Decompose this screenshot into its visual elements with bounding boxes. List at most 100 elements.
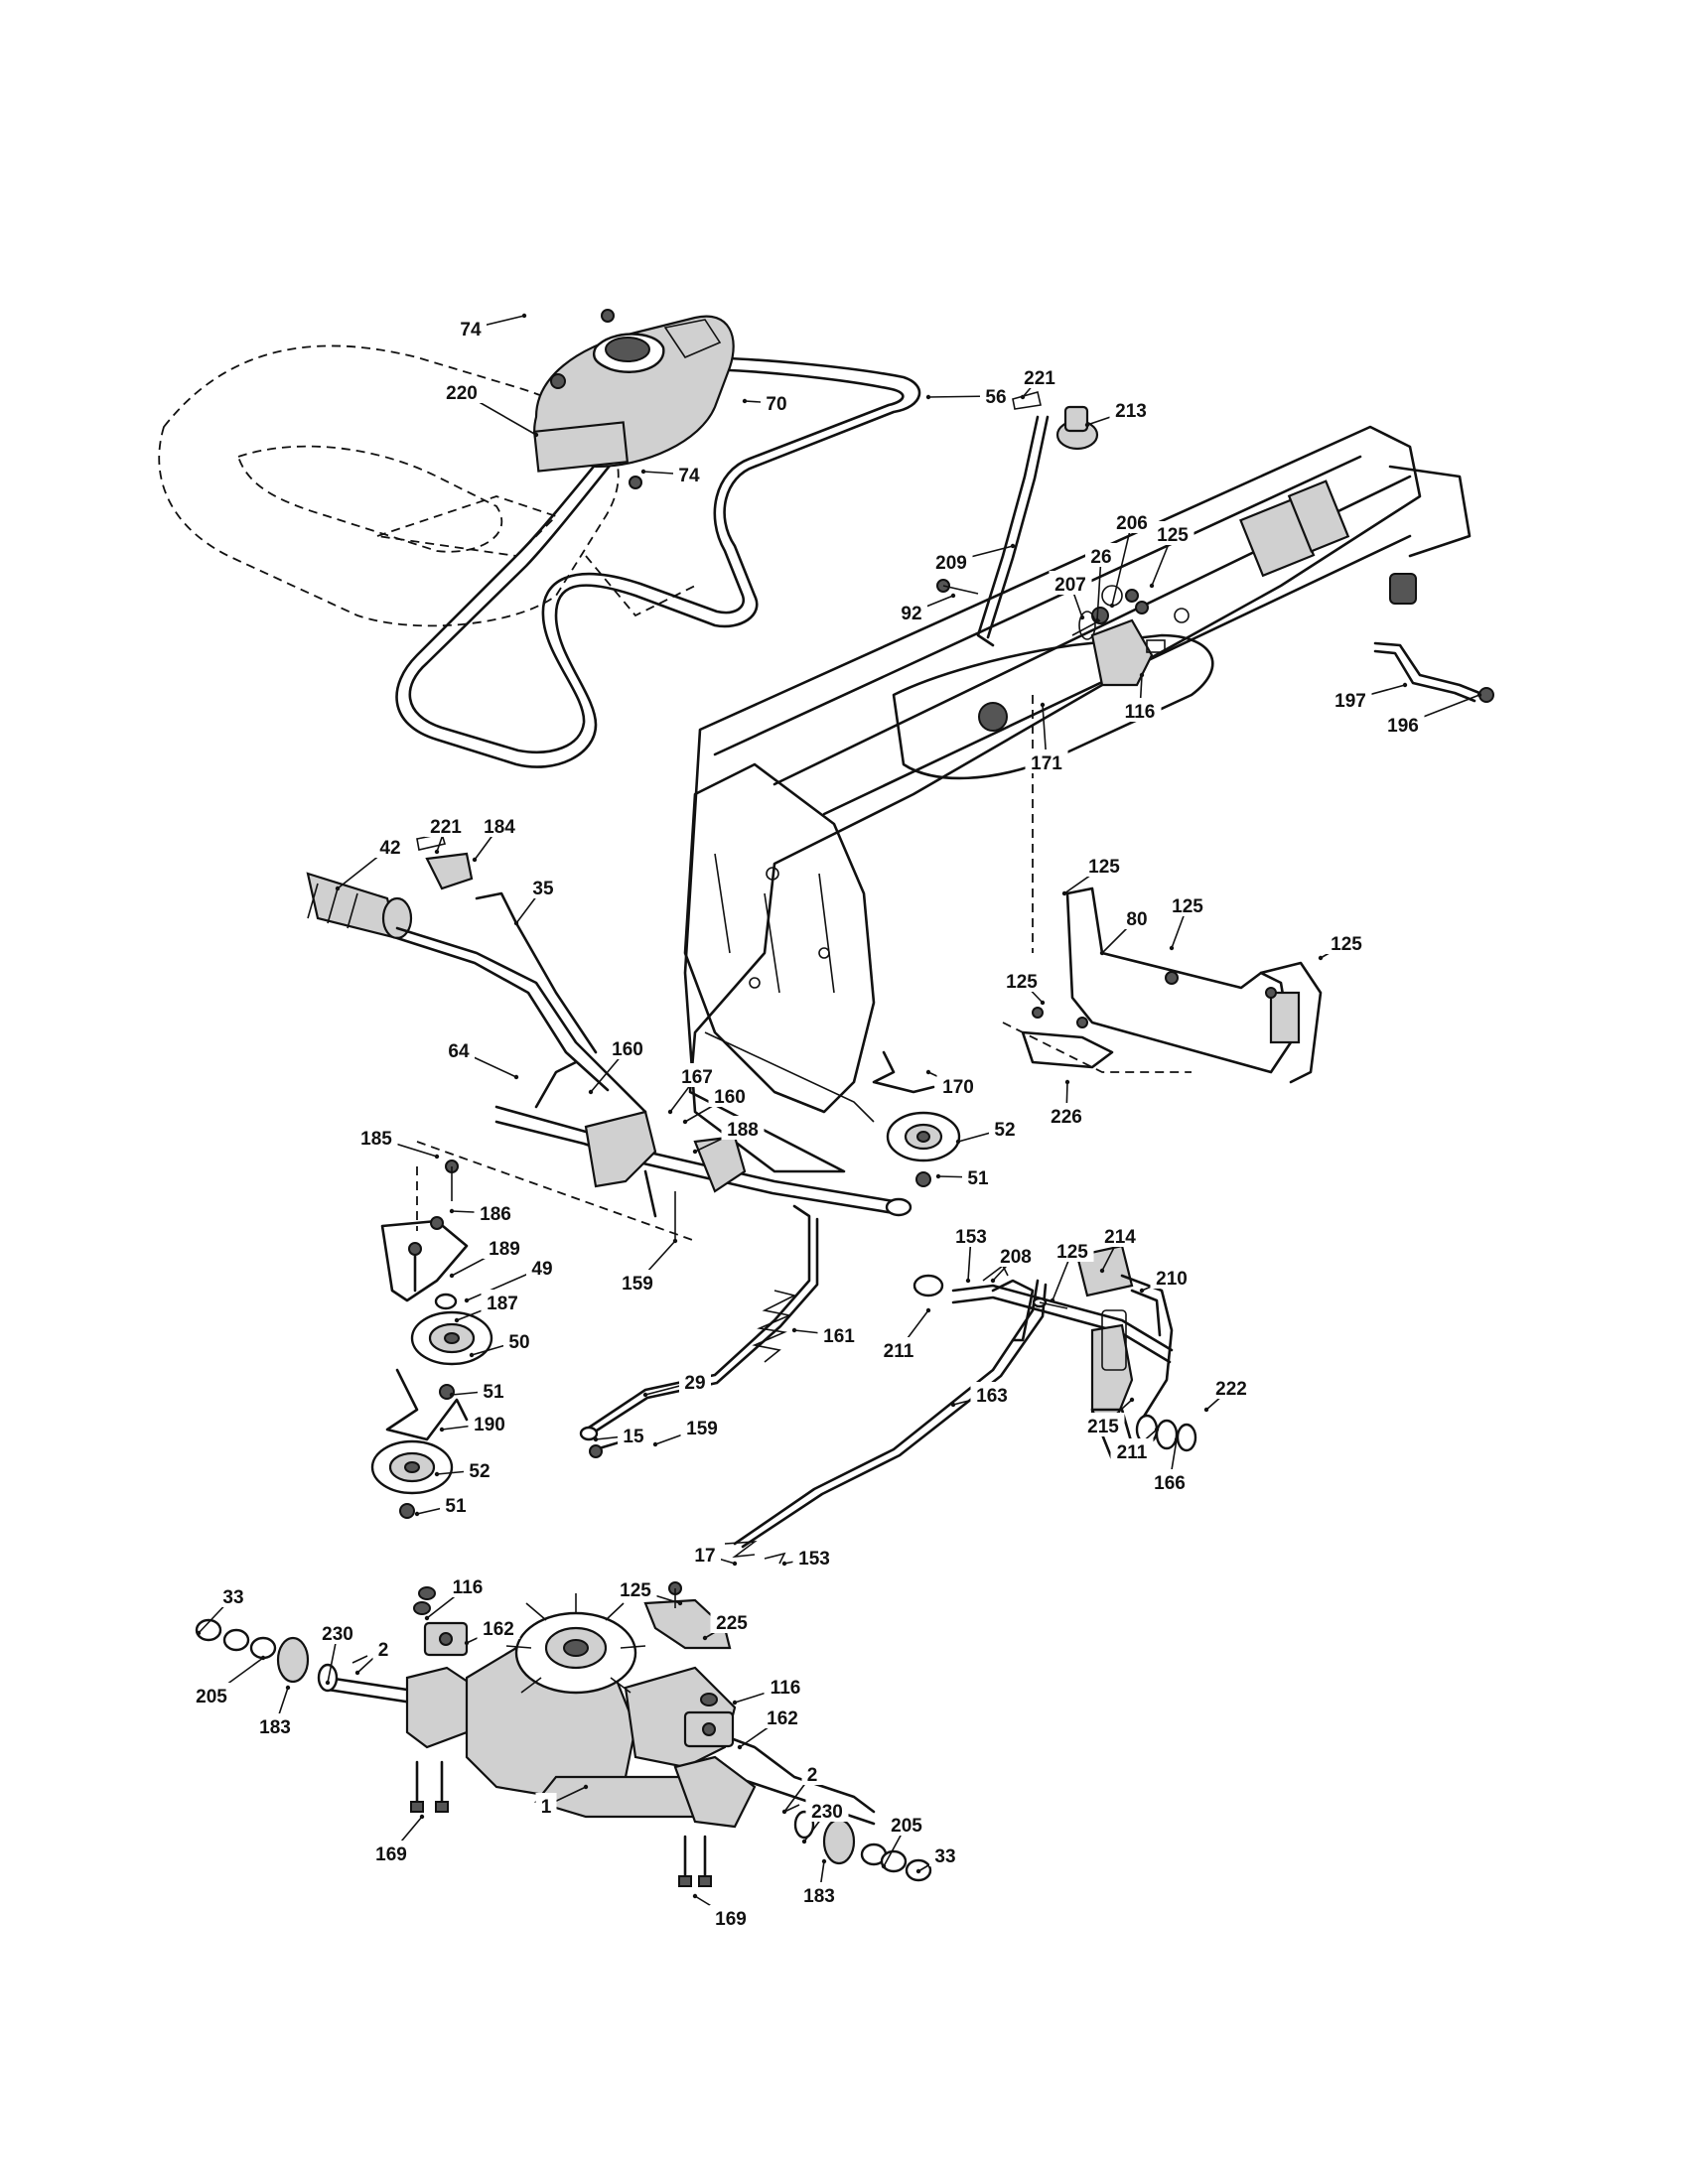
callout-anchor: [925, 394, 931, 400]
callout-170: 170: [925, 1069, 980, 1098]
part-number-label: 209: [935, 553, 967, 574]
callout-206: 206: [1109, 509, 1154, 609]
callout-label-bg: [929, 549, 973, 573]
part-number-label: 220: [446, 383, 478, 404]
callout-171: 171: [1025, 702, 1068, 774]
part-number-label: 214: [1104, 1227, 1136, 1248]
callout-187: 187: [454, 1290, 524, 1323]
callout-213: 213: [1084, 397, 1153, 428]
callout-51: 51: [449, 1378, 509, 1403]
callout-33: 33: [196, 1583, 249, 1636]
callout-anchor: [424, 1615, 430, 1621]
callout-anchor: [652, 1441, 658, 1447]
callout-label-bg: [709, 1905, 753, 1929]
callout-label-bg: [980, 383, 1012, 407]
callout-anchor: [1139, 1288, 1145, 1294]
part-number-label: 125: [1088, 857, 1120, 878]
callout-190: 190: [439, 1411, 511, 1435]
callout-anchor: [419, 1814, 425, 1820]
callout-label-bg: [989, 1116, 1021, 1140]
callout-anchor: [1109, 603, 1115, 609]
callout-159: 159: [616, 1238, 678, 1295]
callout-anchor: [593, 1436, 599, 1442]
callout-74: 74: [455, 313, 527, 341]
callout-label-bg: [443, 1037, 475, 1061]
callout-anchor: [1476, 692, 1482, 698]
callout-208: 208: [990, 1243, 1038, 1284]
callout-label-bg: [936, 1073, 980, 1097]
callout-29: 29: [642, 1369, 711, 1398]
callout-205: 205: [190, 1655, 266, 1707]
callout-183: 183: [797, 1858, 841, 1907]
callout-label-bg: [616, 1270, 659, 1294]
callout-anchor: [1010, 543, 1016, 549]
callout-50: 50: [469, 1328, 535, 1358]
callout-189: 189: [449, 1235, 526, 1279]
part-number-label: 51: [967, 1168, 989, 1189]
callout-label-bg: [464, 1457, 495, 1481]
callout-15: 15: [593, 1423, 649, 1447]
callout-anchor: [449, 1273, 455, 1279]
callout-anchor: [1203, 1407, 1209, 1413]
part-number-label: 80: [1126, 909, 1147, 930]
callout-label-bg: [478, 1378, 509, 1402]
part-number-label: 159: [686, 1419, 718, 1439]
part-number-label: 215: [1087, 1417, 1119, 1437]
callout-116: 116: [424, 1573, 490, 1621]
callout-56: 56: [925, 383, 1012, 408]
part-number-label: 210: [1156, 1269, 1188, 1290]
callout-anchor: [583, 1784, 589, 1790]
part-number-label: 230: [322, 1624, 353, 1645]
callout-anchor: [791, 1327, 797, 1333]
callout-163: 163: [950, 1382, 1014, 1408]
part-number-label: 153: [798, 1549, 830, 1570]
part-number-label: 184: [484, 817, 515, 838]
callout-221: 221: [424, 813, 468, 855]
part-number-label: 50: [508, 1332, 529, 1353]
callout-230: 230: [801, 1798, 849, 1844]
callout-label-bg: [369, 1841, 413, 1864]
callout-anchor: [1064, 1079, 1070, 1085]
callout-anchor: [588, 1089, 594, 1095]
part-number-label: 159: [622, 1274, 653, 1295]
callout-2: 2: [354, 1636, 394, 1676]
callout-207: 207: [1049, 571, 1092, 620]
callout-label-bg: [1150, 1265, 1193, 1289]
part-number-label: 74: [678, 466, 700, 486]
callout-160: 160: [588, 1035, 649, 1095]
callout-label-bg: [1045, 1103, 1088, 1127]
callout-51: 51: [935, 1164, 994, 1189]
callout-label-bg: [708, 1083, 752, 1107]
callout-211: 211: [877, 1307, 931, 1362]
callout-label-bg: [527, 875, 559, 898]
callout-anchor: [672, 1238, 678, 1244]
callout-label-bg: [1209, 1375, 1253, 1399]
callout-label-bg: [455, 316, 487, 340]
part-number-label: 1: [541, 1797, 552, 1818]
part-number-label: 17: [694, 1546, 715, 1567]
callout-116: 116: [732, 1674, 807, 1706]
callout-215: 215: [1081, 1397, 1135, 1437]
callout-anchor: [821, 1858, 827, 1864]
callout-label-bg: [689, 1542, 721, 1566]
callout-51: 51: [414, 1492, 472, 1517]
callout-anchor: [533, 432, 539, 438]
callout-42: 42: [335, 834, 406, 891]
callout-116: 116: [1118, 672, 1162, 723]
callout-anchor: [335, 886, 341, 891]
part-number-label: 205: [891, 1816, 922, 1837]
callout-49: 49: [464, 1255, 558, 1303]
callout-70: 70: [742, 390, 792, 415]
callout-211: 211: [1110, 1427, 1160, 1463]
control-rods: [579, 1204, 1048, 1565]
callout-label-bg: [710, 1609, 754, 1633]
callout-anchor: [732, 1561, 738, 1567]
callout-anchor: [464, 1640, 470, 1646]
callout-52: 52: [434, 1457, 495, 1482]
callout-210: 210: [1139, 1265, 1193, 1294]
callout-label-bg: [483, 1235, 526, 1259]
part-number-label: 42: [379, 838, 400, 859]
callout-160: 160: [682, 1083, 752, 1125]
part-number-label: 162: [483, 1619, 514, 1640]
